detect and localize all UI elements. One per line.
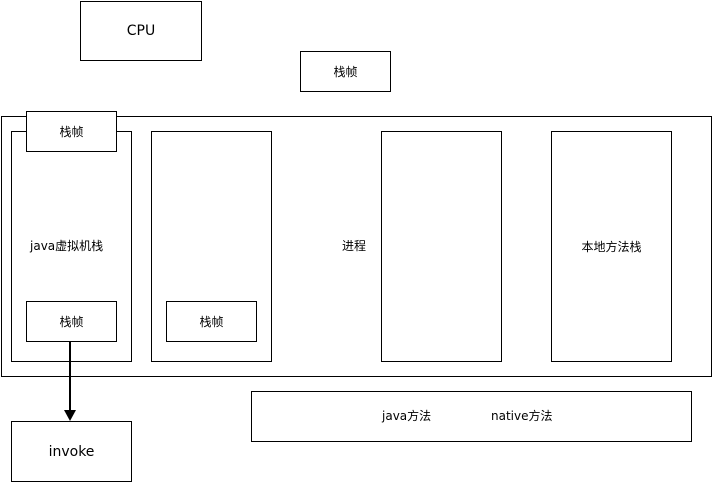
process-label: 进程	[342, 239, 367, 253]
jvm-top-frame-label: 栈帧	[59, 125, 84, 139]
jvm-top-frame-box: 栈帧	[26, 111, 117, 152]
jvm-bottom-frame-label: 栈帧	[59, 315, 84, 329]
jvm-bottom-frame-box: 栈帧	[26, 301, 117, 342]
standalone-frame-box: 栈帧	[300, 51, 391, 92]
invoke-box: invoke	[11, 421, 132, 482]
native-method-stack-label: 本地方法栈	[581, 240, 642, 254]
second-stack-frame-box: 栈帧	[166, 301, 257, 342]
second-stack-frame-label: 栈帧	[199, 315, 224, 329]
native-method-label: native方法	[491, 409, 553, 423]
jvm-stack-label: java虚拟机栈	[30, 239, 104, 253]
cpu-box: CPU	[80, 1, 202, 61]
call-arrow-head	[64, 410, 76, 421]
standalone-frame-label: 栈帧	[333, 65, 358, 79]
cpu-label: CPU	[126, 23, 156, 39]
third-stack-box	[381, 131, 502, 362]
native-method-stack-box: 本地方法栈	[551, 131, 672, 362]
invoke-label: invoke	[48, 443, 95, 460]
java-method-label: java方法	[382, 409, 432, 423]
methods-box	[251, 391, 692, 442]
